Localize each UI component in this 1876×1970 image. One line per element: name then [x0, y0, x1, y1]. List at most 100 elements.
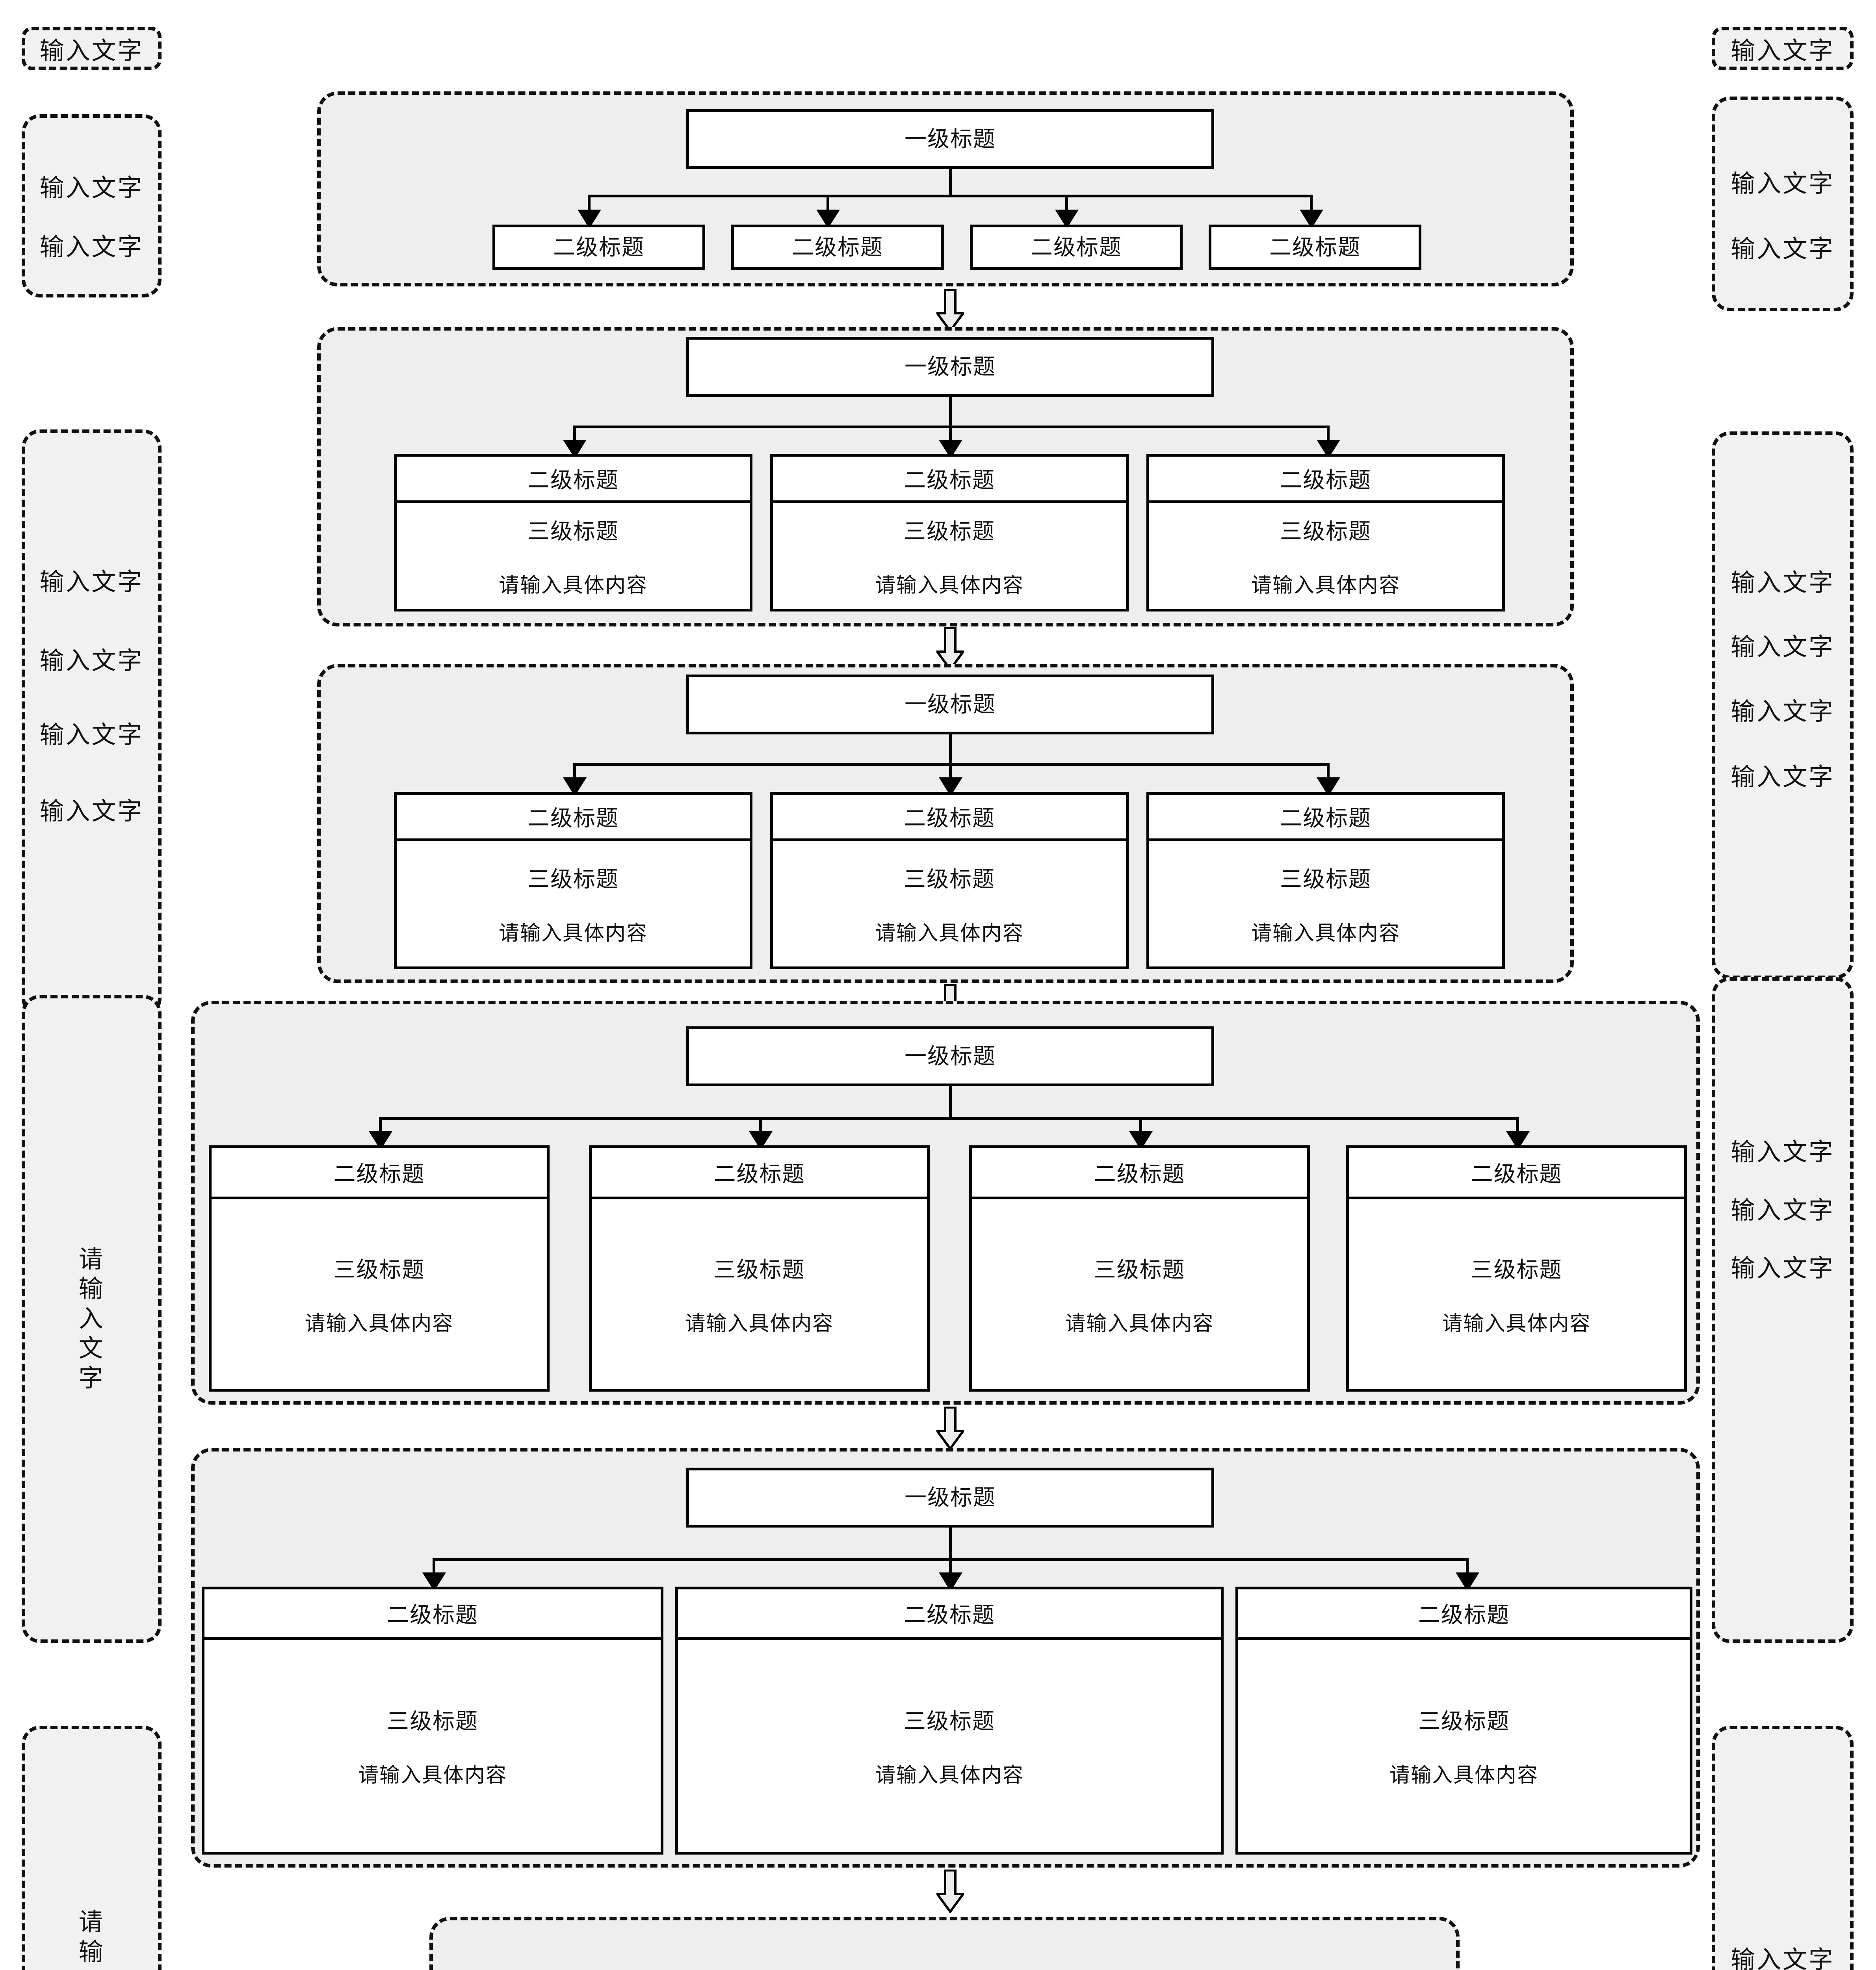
stage-2-card-1-head: 二级标题 — [397, 457, 750, 503]
stage-2-card-2[interactable]: 二级标题 三级标题 请输入具体内容 — [770, 454, 1129, 611]
stage-2-card-2-sub: 三级标题 — [904, 519, 995, 544]
left-note-5-vertical-text: 请 输 入 文 字 — [25, 1907, 158, 1970]
right-note-panel-2[interactable]: 输入文字 输入文字 — [1712, 97, 1854, 311]
stage-5-card-1[interactable]: 二级标题 三级标题 请输入具体内容 — [202, 1587, 663, 1855]
stage-4-card-2[interactable]: 二级标题 三级标题 请输入具体内容 — [589, 1145, 930, 1392]
stage-5-card-2-detail: 请输入具体内容 — [875, 1764, 1024, 1787]
stage-5-card-1-title: 二级标题 — [387, 1602, 478, 1627]
stage-1-level2-node-2[interactable]: 二级标题 — [731, 225, 944, 270]
stage-3-level1-label: 一级标题 — [905, 692, 996, 717]
stage-4-card-1-body: 三级标题 请输入具体内容 — [212, 1199, 547, 1389]
connector-1-down-block-arrow-icon — [936, 289, 964, 332]
stage-5-level1-node[interactable]: 一级标题 — [686, 1468, 1214, 1528]
right-note-1-line-1: 输入文字 — [1730, 37, 1835, 65]
stage-2-card-1[interactable]: 二级标题 三级标题 请输入具体内容 — [394, 454, 752, 611]
stage-1-level1-label: 一级标题 — [905, 126, 996, 151]
stage-5-card-3[interactable]: 二级标题 三级标题 请输入具体内容 — [1235, 1587, 1692, 1855]
stage-4-card-4-title: 二级标题 — [1471, 1162, 1562, 1186]
left-note-4-vertical-text: 请 输 入 文 字 — [25, 1244, 158, 1393]
stage-4-card-4-body: 三级标题 请输入具体内容 — [1349, 1199, 1684, 1389]
stage-3-card-1-body: 三级标题 请输入具体内容 — [397, 841, 750, 966]
stage-4-level1-node[interactable]: 一级标题 — [686, 1026, 1214, 1086]
stage-1-bus-line — [588, 195, 1313, 197]
left-note-5-char-1: 请 — [78, 1908, 105, 1936]
stage-4-card-3-head: 二级标题 — [972, 1148, 1307, 1199]
stage-3-level1-node[interactable]: 一级标题 — [686, 675, 1214, 734]
stage-3-card-3-detail: 请输入具体内容 — [1251, 922, 1400, 945]
stage-1-level2-node-1[interactable]: 二级标题 — [492, 225, 705, 270]
stage-4-card-4-head: 二级标题 — [1349, 1148, 1684, 1199]
right-note-2-line-2: 输入文字 — [1730, 236, 1835, 263]
stage-3-card-1-sub: 三级标题 — [528, 867, 619, 892]
right-note-panel-3[interactable]: 输入文字 输入文字 输入文字 输入文字 — [1712, 431, 1854, 979]
stage-1-level2-node-4[interactable]: 二级标题 — [1209, 225, 1421, 270]
right-note-2-line-1: 输入文字 — [1730, 170, 1835, 197]
stage-5-branch-1 — [433, 1558, 435, 1574]
stage-2-card-1-sub: 三级标题 — [528, 519, 619, 544]
stage-4-card-2-head: 二级标题 — [592, 1148, 927, 1199]
stage-2-level1-node[interactable]: 一级标题 — [686, 337, 1214, 397]
stage-2-card-2-title: 二级标题 — [904, 468, 995, 492]
left-note-panel-4[interactable]: 请 输 入 文 字 — [22, 995, 162, 1643]
left-note-2-line-1: 输入文字 — [39, 175, 144, 202]
stage-5-card-2-head: 二级标题 — [678, 1589, 1221, 1640]
right-note-4-line-2: 输入文字 — [1730, 1197, 1835, 1224]
stage-2-card-3-sub: 三级标题 — [1280, 519, 1371, 544]
stage-3-card-3-head: 二级标题 — [1149, 795, 1502, 841]
stage-4-branch-2 — [759, 1117, 762, 1133]
stage-3-trunk-line — [949, 734, 952, 766]
left-note-panel-3[interactable]: 输入文字 输入文字 输入文字 输入文字 — [22, 429, 162, 1017]
right-note-panel-5[interactable]: 输入文字 输入文字 — [1712, 1726, 1854, 1970]
stage-1-level2-label-1: 二级标题 — [553, 234, 645, 260]
stage-2-card-3[interactable]: 二级标题 三级标题 请输入具体内容 — [1146, 454, 1505, 611]
stage-4-card-3-detail: 请输入具体内容 — [1065, 1312, 1214, 1335]
stage-4-bus-line — [379, 1117, 1519, 1120]
stage-5-trunk-line — [949, 1528, 952, 1561]
right-note-panel-1[interactable]: 输入文字 — [1712, 27, 1854, 70]
stage-4-branch-1 — [379, 1117, 382, 1133]
stage-3-card-3[interactable]: 二级标题 三级标题 请输入具体内容 — [1146, 792, 1505, 969]
right-note-3-line-1: 输入文字 — [1730, 569, 1835, 597]
stage-4-card-1[interactable]: 二级标题 三级标题 请输入具体内容 — [209, 1145, 550, 1392]
stage-4-branch-4 — [1516, 1117, 1519, 1133]
stage-3-card-3-body: 三级标题 请输入具体内容 — [1149, 841, 1502, 966]
connector-2-down-block-arrow-icon — [936, 627, 964, 671]
left-note-4-char-3: 入 — [78, 1305, 105, 1333]
left-note-panel-1[interactable]: 输入文字 — [22, 27, 162, 70]
left-note-panel-2[interactable]: 输入文字 输入文字 — [22, 114, 162, 297]
stage-2-card-2-body: 三级标题 请输入具体内容 — [773, 503, 1126, 609]
left-note-panel-5[interactable]: 请 输 入 文 字 — [22, 1726, 162, 1970]
stage-1-level2-label-4: 二级标题 — [1269, 234, 1361, 260]
stage-3-card-2-title: 二级标题 — [904, 806, 995, 831]
left-note-4-char-5: 字 — [78, 1364, 105, 1392]
stage-1-level1-node[interactable]: 一级标题 — [686, 109, 1214, 169]
stage-3-card-2-detail: 请输入具体内容 — [875, 922, 1024, 945]
stage-3-card-1[interactable]: 二级标题 三级标题 请输入具体内容 — [394, 792, 752, 969]
stage-5-card-3-title: 二级标题 — [1418, 1602, 1510, 1627]
stage-4-card-2-sub: 三级标题 — [713, 1257, 805, 1282]
stage-4-card-3[interactable]: 二级标题 三级标题 请输入具体内容 — [969, 1145, 1310, 1392]
stage-2-card-3-body: 三级标题 请输入具体内容 — [1149, 503, 1502, 609]
stage-4-card-2-body: 三级标题 请输入具体内容 — [592, 1199, 927, 1389]
stage-4-level1-label: 一级标题 — [905, 1044, 996, 1069]
right-note-4-line-1: 输入文字 — [1730, 1139, 1835, 1166]
stage-5-card-3-detail: 请输入具体内容 — [1389, 1764, 1538, 1787]
stage-4-card-3-body: 三级标题 请输入具体内容 — [972, 1199, 1307, 1389]
stage-4-card-1-detail: 请输入具体内容 — [305, 1312, 454, 1335]
stage-2-card-1-body: 三级标题 请输入具体内容 — [397, 503, 750, 609]
stage-4-card-4[interactable]: 二级标题 三级标题 请输入具体内容 — [1346, 1145, 1687, 1392]
left-note-1-line-1: 输入文字 — [39, 37, 144, 65]
right-note-3-line-3: 输入文字 — [1730, 698, 1835, 725]
stage-5-card-2[interactable]: 二级标题 三级标题 请输入具体内容 — [675, 1587, 1224, 1855]
right-note-5-line-1: 输入文字 — [1730, 1946, 1835, 1970]
stage-1-branch-4 — [1310, 195, 1313, 211]
stage-3-branch-1 — [573, 763, 576, 779]
stage-3-card-2[interactable]: 二级标题 三级标题 请输入具体内容 — [770, 792, 1129, 969]
stage-4-card-1-sub: 三级标题 — [333, 1257, 425, 1282]
stage-2-card-2-detail: 请输入具体内容 — [875, 574, 1024, 597]
stage-2-card-2-head: 二级标题 — [773, 457, 1126, 503]
right-note-panel-4[interactable]: 输入文字 输入文字 输入文字 — [1712, 977, 1854, 1643]
stage-3-card-1-head: 二级标题 — [397, 795, 750, 841]
stage-1-level2-node-3[interactable]: 二级标题 — [970, 225, 1183, 270]
stage-5-level1-label: 一级标题 — [905, 1485, 996, 1510]
